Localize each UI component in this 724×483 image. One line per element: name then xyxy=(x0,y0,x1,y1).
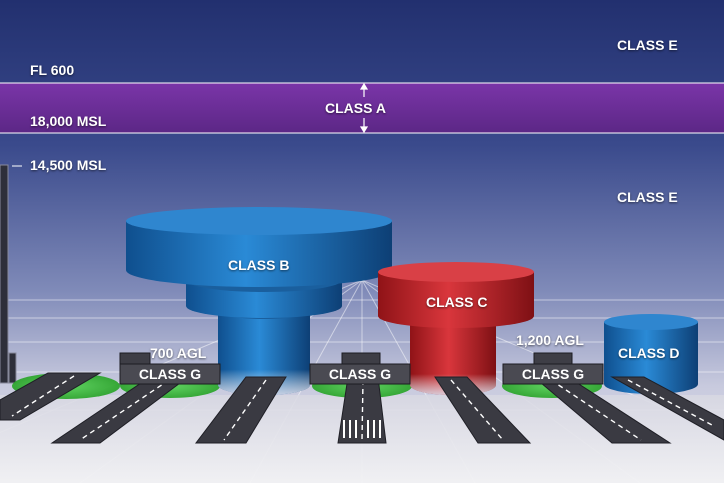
class-d-airspace xyxy=(604,314,698,394)
class-c-label: CLASS C xyxy=(426,294,488,310)
agl-700-label: 700 AGL xyxy=(150,345,207,361)
msl-14500-label: 14,500 MSL xyxy=(30,157,107,173)
agl-1200-label: 1,200 AGL xyxy=(516,332,584,348)
class-g-left-label: CLASS G xyxy=(138,366,202,382)
class-d-label: CLASS D xyxy=(618,345,680,361)
class-b-airspace xyxy=(126,207,392,395)
msl-18000-label: 18,000 MSL xyxy=(30,113,107,129)
class-e-mid-label: CLASS E xyxy=(617,189,678,205)
class-c-airspace xyxy=(378,262,534,395)
class-g-boxes xyxy=(119,352,604,385)
class-b-label: CLASS B xyxy=(228,257,290,273)
runways xyxy=(0,372,724,444)
fl600-label: FL 600 xyxy=(30,62,75,78)
class-g-center-label: CLASS G xyxy=(328,366,392,382)
class-g-right-label: CLASS G xyxy=(521,366,585,382)
class-e-top-label: CLASS E xyxy=(617,37,678,53)
class-a-label: CLASS A xyxy=(325,100,386,116)
